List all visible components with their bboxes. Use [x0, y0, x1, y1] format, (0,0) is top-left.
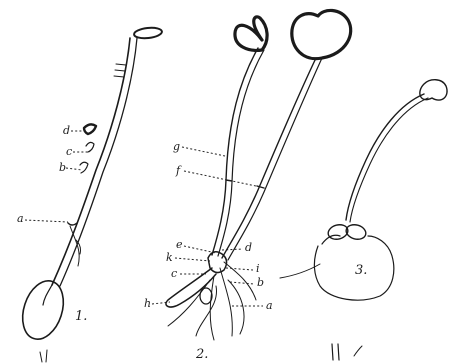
figure-1-label-b: b — [59, 161, 66, 174]
figure-1-top-leaf — [134, 27, 163, 40]
figure-1-number: 1. — [75, 309, 87, 324]
figure-2-label-k: k — [166, 251, 173, 264]
figure-2-label-d: d — [245, 241, 252, 254]
figure-1-label-d: d — [63, 124, 70, 137]
figure-2-label-e: e — [176, 238, 183, 251]
figure-1-label-a: a — [17, 212, 24, 225]
figure-2-leaf-right — [292, 10, 351, 58]
figure-2-seedling: g f e d k i c b h a 2. — [144, 10, 351, 362]
figure-1-seedling: d c b a 1. — [16, 27, 163, 345]
figure-2-label-i: i — [256, 262, 260, 275]
figure-2-label-f: f — [175, 164, 182, 177]
figure-3-number: 3. — [355, 263, 367, 278]
figure-2-petiole-right — [222, 58, 316, 258]
figure-3-leaf — [420, 80, 447, 100]
figure-1-seed — [16, 276, 71, 345]
figure-2-label-h: h — [144, 297, 151, 310]
figure-1-label-c: c — [66, 145, 72, 158]
figure-3-seedling: 3. — [280, 80, 447, 300]
figure-2-label-b: b — [257, 276, 264, 289]
figure-2-label-a: a — [266, 299, 273, 312]
figure-1-bud — [84, 124, 96, 134]
figure-2-label-g: g — [173, 140, 180, 153]
figure-2-leaf-left — [235, 17, 267, 51]
figure-2-label-c: c — [171, 267, 177, 280]
figure-2-number: 2. — [195, 347, 208, 362]
figure-3-stem — [346, 94, 424, 220]
